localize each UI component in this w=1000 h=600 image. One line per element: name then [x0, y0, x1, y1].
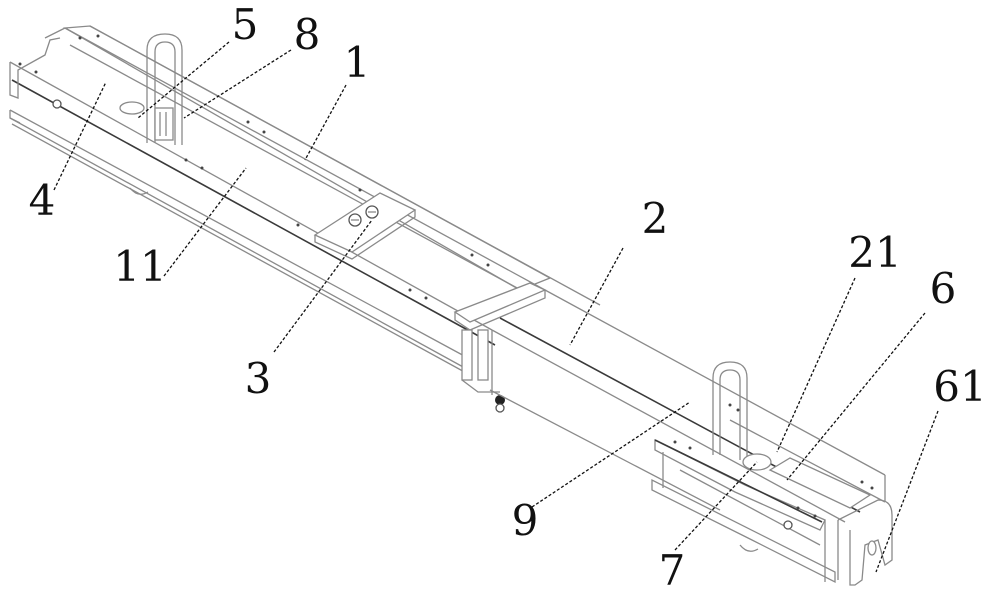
leader-2 — [569, 247, 624, 346]
leader-7 — [674, 461, 758, 551]
cross-bracket — [453, 282, 547, 413]
label-4: 4 — [28, 176, 56, 225]
right-end-bracket — [651, 419, 893, 586]
leader-6 — [786, 312, 926, 481]
label-11: 11 — [113, 242, 167, 291]
leader-11 — [163, 167, 247, 277]
label-5: 5 — [231, 0, 259, 49]
label-9: 9 — [511, 496, 539, 545]
leader-21 — [776, 277, 856, 453]
label-3: 3 — [244, 354, 272, 403]
label-61: 61 — [933, 362, 987, 411]
leader-8 — [183, 49, 292, 119]
right-u-handle — [712, 361, 748, 460]
label-21: 21 — [848, 228, 902, 277]
leader-1 — [304, 84, 347, 161]
leader-lines — [53, 41, 939, 573]
leader-3 — [273, 219, 373, 353]
label-7: 7 — [658, 546, 686, 595]
leader-4 — [53, 81, 107, 191]
leader-9 — [531, 401, 691, 508]
left-u-handle — [119, 33, 183, 145]
clamp-plate — [313, 192, 417, 260]
outer-beam — [9, 25, 601, 376]
label-1: 1 — [343, 38, 371, 87]
leader-61 — [875, 410, 939, 573]
label-6: 6 — [929, 264, 957, 313]
label-2: 2 — [641, 194, 669, 243]
label-8: 8 — [293, 10, 321, 59]
